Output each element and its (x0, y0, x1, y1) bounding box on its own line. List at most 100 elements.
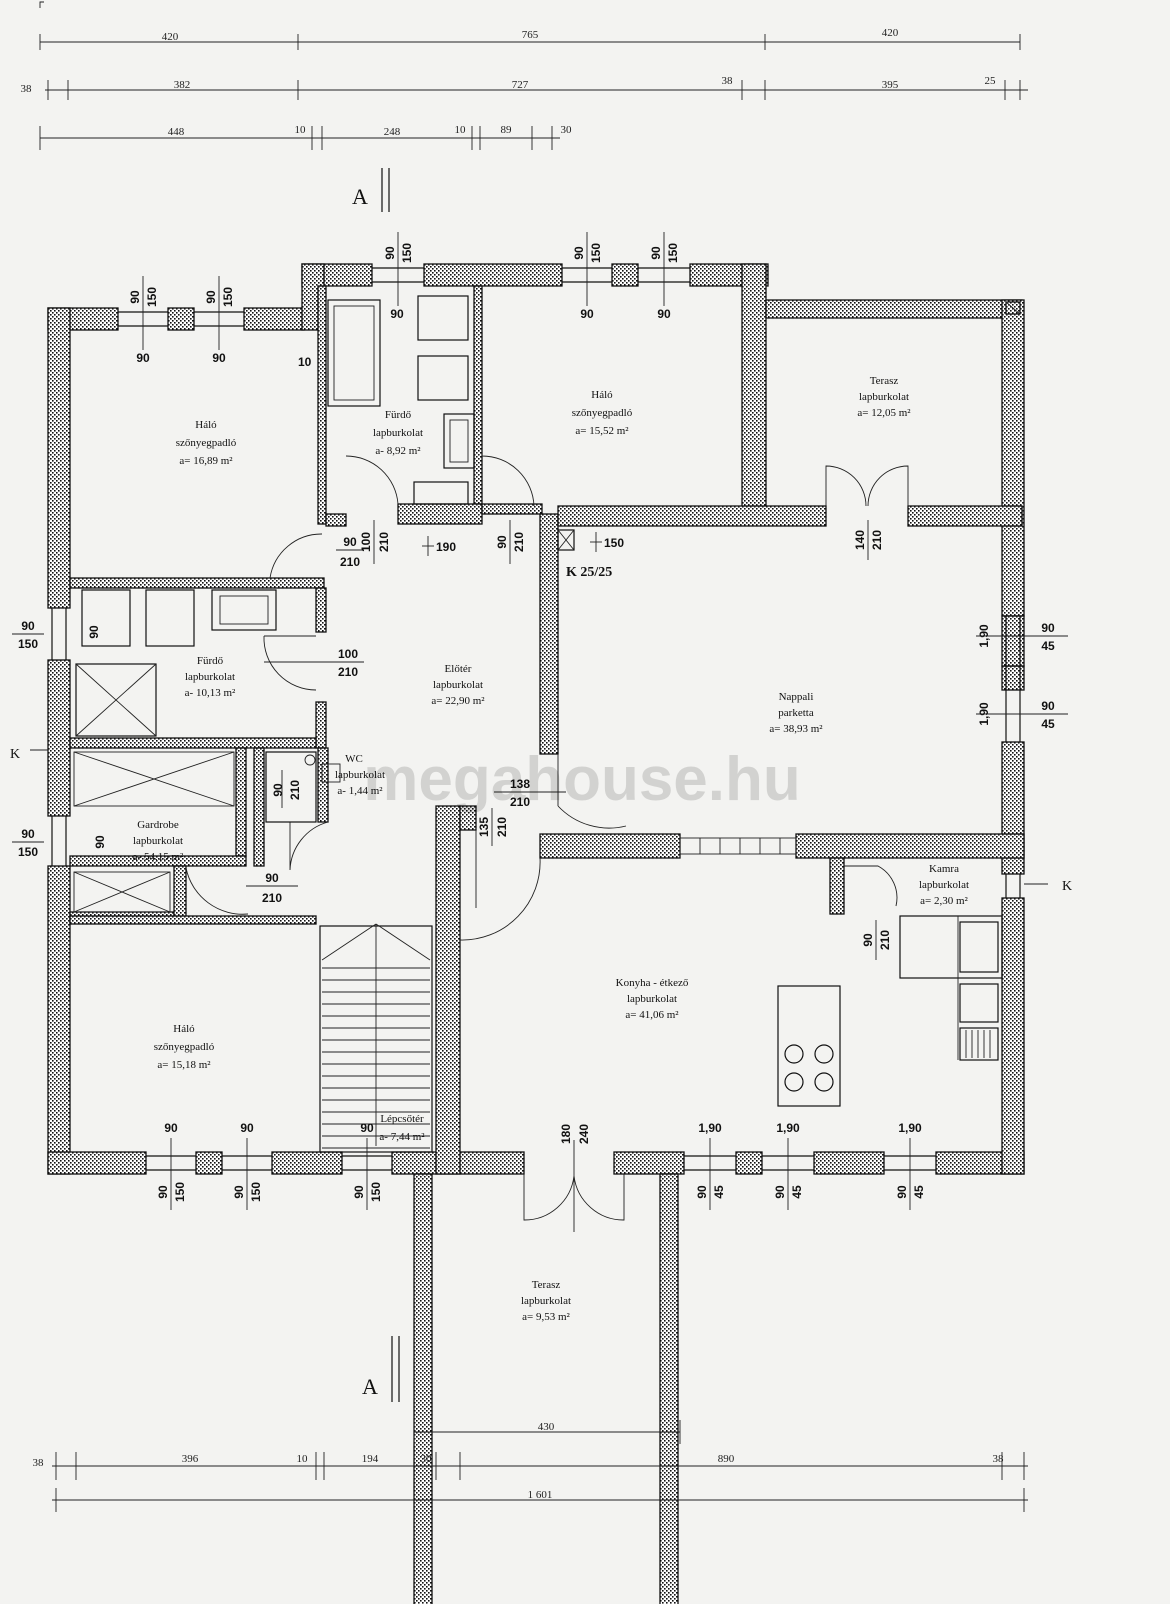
fixtures (73, 295, 1003, 1153)
svg-text:90: 90 (232, 1185, 246, 1199)
label-d-halo-nw: 90 210 (336, 535, 364, 569)
svg-text:210: 210 (340, 555, 360, 569)
label-d-kamra: 90 210 (861, 920, 892, 960)
room-halo-sw: Háló szőnyegpadló a= 15,18 m² (154, 1023, 215, 1071)
svg-text:lapburkolat: lapburkolat (627, 993, 677, 1005)
svg-text:Háló: Háló (195, 419, 217, 431)
svg-text:a= 16,89 m²: a= 16,89 m² (179, 455, 233, 467)
label-d-konyha: 135 210 (477, 808, 509, 846)
svg-text:90: 90 (21, 619, 35, 633)
svg-text:90: 90 (128, 290, 142, 304)
svg-text:90: 90 (265, 871, 279, 885)
svg-text:a- 54,15 m²: a- 54,15 m² (133, 851, 184, 863)
svg-text:90: 90 (156, 1185, 170, 1199)
svg-text:a= 15,52 m²: a= 15,52 m² (575, 425, 629, 437)
svg-text:135: 135 (477, 817, 491, 837)
svg-text:150: 150 (369, 1182, 383, 1202)
svg-text:90: 90 (87, 625, 101, 639)
svg-text:Terasz: Terasz (532, 1279, 561, 1291)
room-furdo-top: Fürdő lapburkolat a- 8,92 m² (373, 409, 423, 457)
svg-text:a- 10,13 m²: a- 10,13 m² (185, 687, 236, 699)
svg-text:a= 2,30 m²: a= 2,30 m² (920, 895, 968, 907)
room-konyha: Konyha - étkező lapburkolat a= 41,06 m² (616, 977, 689, 1021)
svg-text:90: 90 (240, 1121, 254, 1135)
svg-text:lapburkolat: lapburkolat (373, 427, 423, 439)
room-terasz-s: Terasz lapburkolat a= 9,53 m² (521, 1279, 571, 1323)
dim-chain-bottom-1: 430 (413, 1420, 681, 1444)
svg-text:90: 90 (572, 246, 586, 260)
svg-text:90: 90 (695, 1185, 709, 1199)
room-terasz-ne: Terasz lapburkolat a= 12,05 m² (857, 375, 911, 419)
svg-text:a= 12,05 m²: a= 12,05 m² (857, 407, 911, 419)
svg-text:210: 210 (495, 817, 509, 837)
room-halo-nw: Háló szőnyegpadló a= 16,89 m² (176, 419, 237, 467)
dim-bot1-0: 430 (538, 1421, 555, 1433)
svg-text:lapburkolat: lapburkolat (433, 679, 483, 691)
svg-text:a- 8,92 m²: a- 8,92 m² (375, 445, 421, 457)
svg-text:Előtér: Előtér (445, 663, 472, 675)
svg-text:lapburkolat: lapburkolat (919, 879, 969, 891)
svg-text:138: 138 (510, 777, 530, 791)
room-furdo-w: Fürdő lapburkolat a- 10,13 m² (185, 655, 236, 699)
label-d-terasz-ne: 140 210 (853, 520, 884, 560)
room-halo-n: Háló szőnyegpadló a= 15,52 m² (572, 389, 633, 437)
dim-top3-1: 10 (295, 124, 307, 136)
svg-text:a= 9,53 m²: a= 9,53 m² (522, 1311, 570, 1323)
label-w-west-furdo: 90 150 90 (12, 619, 101, 651)
svg-text:Konyha - étkező: Konyha - étkező (616, 977, 689, 989)
svg-text:a= 15,18 m²: a= 15,18 m² (157, 1059, 211, 1071)
label-d-gard: 90 210 (246, 871, 298, 905)
svg-text:210: 210 (377, 532, 391, 552)
svg-text:90: 90 (343, 535, 357, 549)
svg-text:140: 140 (853, 530, 867, 550)
svg-text:a- 7,44 m²: a- 7,44 m² (379, 1131, 425, 1143)
svg-text:szőnyegpadló: szőnyegpadló (572, 407, 633, 419)
svg-text:45: 45 (1041, 639, 1055, 653)
svg-text:90: 90 (495, 535, 509, 549)
dim-chain-bottom-2: 38 396 10 194 30 890 38 (33, 1452, 1028, 1480)
svg-text:K: K (1062, 879, 1072, 894)
svg-text:240: 240 (577, 1124, 591, 1144)
svg-text:A: A (362, 1374, 378, 1399)
dim-top2-1: 382 (174, 79, 191, 91)
svg-text:45: 45 (790, 1185, 804, 1199)
column-label: K 25/25 (566, 565, 612, 580)
svg-text:210: 210 (288, 780, 302, 800)
svg-text:90: 90 (204, 290, 218, 304)
dim-bot2-0: 38 (33, 1457, 45, 1469)
label-d-furdo-w: 100 210 (264, 647, 364, 679)
svg-text:150: 150 (589, 243, 603, 263)
svg-text:100: 100 (359, 532, 373, 552)
svg-text:90: 90 (1041, 699, 1055, 713)
svg-text:210: 210 (338, 665, 358, 679)
corner-details (1005, 301, 1021, 315)
walls (47, 263, 1025, 1604)
svg-text:90: 90 (1041, 621, 1055, 635)
dim-top2-2: 727 (512, 79, 529, 91)
svg-text:150: 150 (173, 1182, 187, 1202)
svg-text:Fürdő: Fürdő (197, 655, 224, 667)
section-mark-a-bottom: A (362, 1336, 400, 1402)
dim-bot2-1: 396 (182, 1453, 199, 1465)
dim-top2-0: 38 (21, 83, 33, 95)
room-wc: WC lapburkolat a- 1,44 m² (335, 753, 385, 797)
svg-text:90: 90 (21, 827, 35, 841)
svg-text:210: 210 (262, 891, 282, 905)
svg-text:150: 150 (249, 1182, 263, 1202)
label-w-s1: 90 90 150 (156, 1121, 187, 1210)
svg-text:Fürdő: Fürdő (385, 409, 412, 421)
svg-text:190: 190 (436, 540, 456, 554)
dim-chain-top-1: 420 765 420 (39, 27, 1021, 50)
label-w-west-gard: 90 150 90 (12, 827, 107, 859)
dim-bot2-5: 890 (718, 1453, 735, 1465)
svg-text:1,90: 1,90 (898, 1121, 922, 1135)
label-d-nappali: 138 210 (494, 777, 566, 809)
label-d-furdo-top: 100 210 (359, 520, 391, 564)
label-w-nw2: 90 150 90 (204, 276, 235, 365)
dim-top1-0: 420 (162, 31, 179, 43)
room-kamra: Kamra lapburkolat a= 2,30 m² (919, 863, 969, 907)
svg-text:Terasz: Terasz (870, 375, 899, 387)
svg-text:90: 90 (352, 1185, 366, 1199)
svg-text:90: 90 (390, 307, 404, 321)
svg-text:90: 90 (649, 246, 663, 260)
